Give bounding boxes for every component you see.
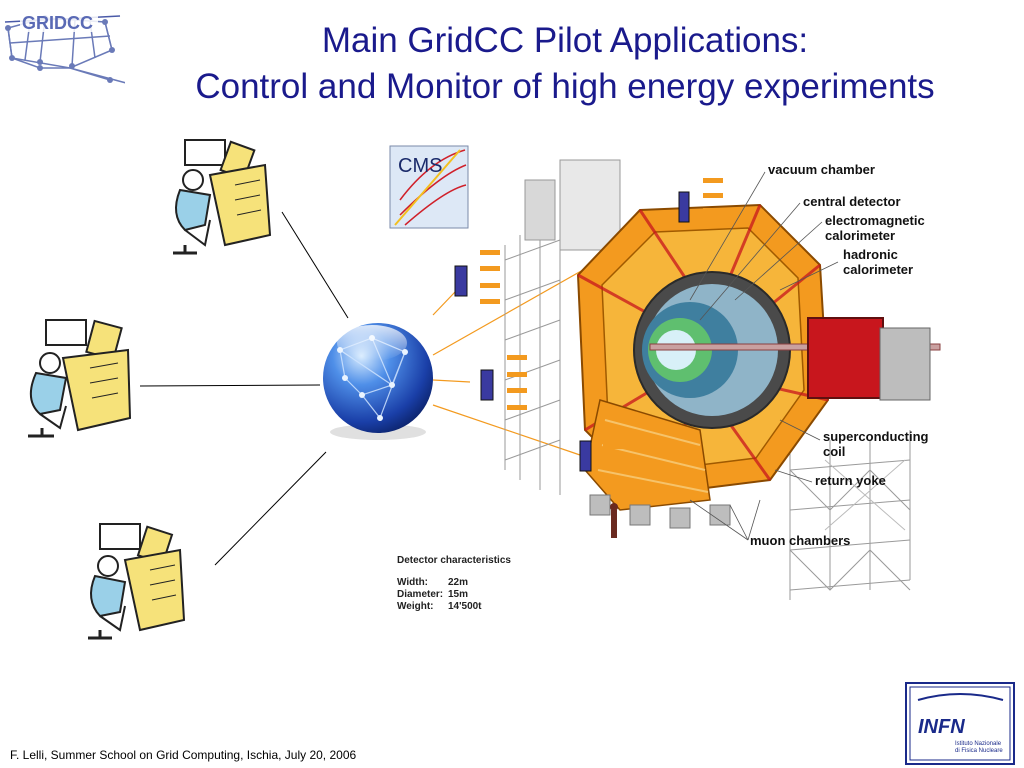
characteristics-weight-value: 14'500t <box>448 601 482 612</box>
cms-logo: CMS <box>389 145 469 229</box>
label-electromagnetic-2: calorimeter <box>825 228 895 243</box>
characteristics-diameter-key: Diameter: <box>397 589 443 600</box>
detector-connector-3 <box>480 355 527 410</box>
detector-characteristics: Detector characteristics Width: 22m Diam… <box>397 555 511 612</box>
footer-credit: F. Lelli, Summer School on Grid Computin… <box>10 748 357 762</box>
label-vacuum-chamber: vacuum chamber <box>768 162 875 177</box>
characteristics-width-value: 22m <box>448 577 468 588</box>
label-hadronic-2: calorimeter <box>843 262 913 277</box>
detector-connector-1 <box>678 178 723 223</box>
detector-connector-2 <box>454 250 500 304</box>
detector-connector-4 <box>579 428 623 481</box>
label-electromagnetic-1: electromagnetic <box>825 213 925 228</box>
infn-logo: INFN Istituto Nazionale di Fisica Nuclea… <box>905 682 1015 765</box>
characteristics-width-key: Width: <box>397 577 428 588</box>
operator-links <box>139 211 349 566</box>
infn-sub-1: Istituto Nazionale <box>955 741 1002 747</box>
cms-logo-text: CMS <box>398 155 442 177</box>
label-central-detector: central detector <box>803 194 901 209</box>
characteristics-title: Detector characteristics <box>397 555 511 566</box>
cms-detector <box>504 159 941 600</box>
infn-logo-text: INFN <box>918 716 965 738</box>
title-line-2: Control and Monitor of high energy exper… <box>195 67 935 106</box>
operator-workstation-1 <box>173 139 272 255</box>
label-superconducting-1: superconducting <box>823 429 929 444</box>
characteristics-weight-key: Weight: <box>397 601 433 612</box>
operator-workstation-3 <box>88 523 186 640</box>
operator-workstation-2 <box>28 319 132 438</box>
title-line-1: Main GridCC Pilot Applications: <box>321 21 809 60</box>
detector-labels: vacuum chamber central detector electrom… <box>750 162 929 548</box>
infn-sub-2: di Fisica Nucleare <box>955 748 1003 754</box>
label-hadronic-1: hadronic <box>843 247 898 262</box>
label-leaders <box>689 171 839 541</box>
label-superconducting-2: coil <box>823 444 845 459</box>
globe-icon <box>323 323 433 440</box>
gridcc-logo-text: GRIDCC <box>22 13 93 33</box>
characteristics-diameter-value: 15m <box>448 589 468 600</box>
label-muon-chambers: muon chambers <box>750 533 850 548</box>
page-title: Main GridCC Pilot Applications: Control … <box>120 18 1010 110</box>
gridcc-logo: GRIDCC <box>4 12 125 84</box>
label-return-yoke: return yoke <box>815 473 886 488</box>
